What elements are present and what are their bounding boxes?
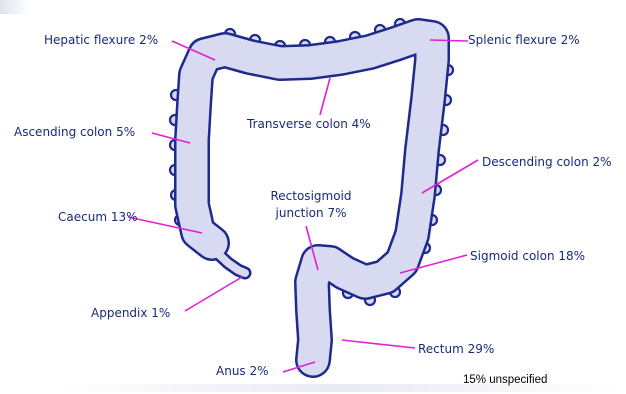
label-sigmoid-colon: Sigmoid colon 18% [470,249,585,263]
footnote-unspecified: 15% unspecified [463,374,547,386]
label-appendix: Appendix 1% [91,306,170,320]
label-caecum: Caecum 13% [58,210,138,224]
leader-splenic-flexure [430,40,468,41]
label-anus: Anus 2% [216,364,269,378]
label-rectosigmoid-line1: Rectosigmoid [262,189,360,203]
label-hepatic-flexure: Hepatic flexure 2% [44,33,158,47]
label-rectosigmoid-line2: junction 7% [262,206,360,220]
label-rectosigmoid-junction: Rectosigmoid junction 7% [262,189,360,220]
label-transverse-colon: Transverse colon 4% [247,117,371,131]
label-rectum: Rectum 29% [418,342,494,356]
label-splenic-flexure: Splenic flexure 2% [468,33,580,47]
label-ascending-colon: Ascending colon 5% [14,125,135,139]
leader-appendix [185,277,242,311]
leader-rectum [342,340,415,348]
leader-transverse-colon [320,78,330,115]
label-descending-colon: Descending colon 2% [482,155,612,169]
